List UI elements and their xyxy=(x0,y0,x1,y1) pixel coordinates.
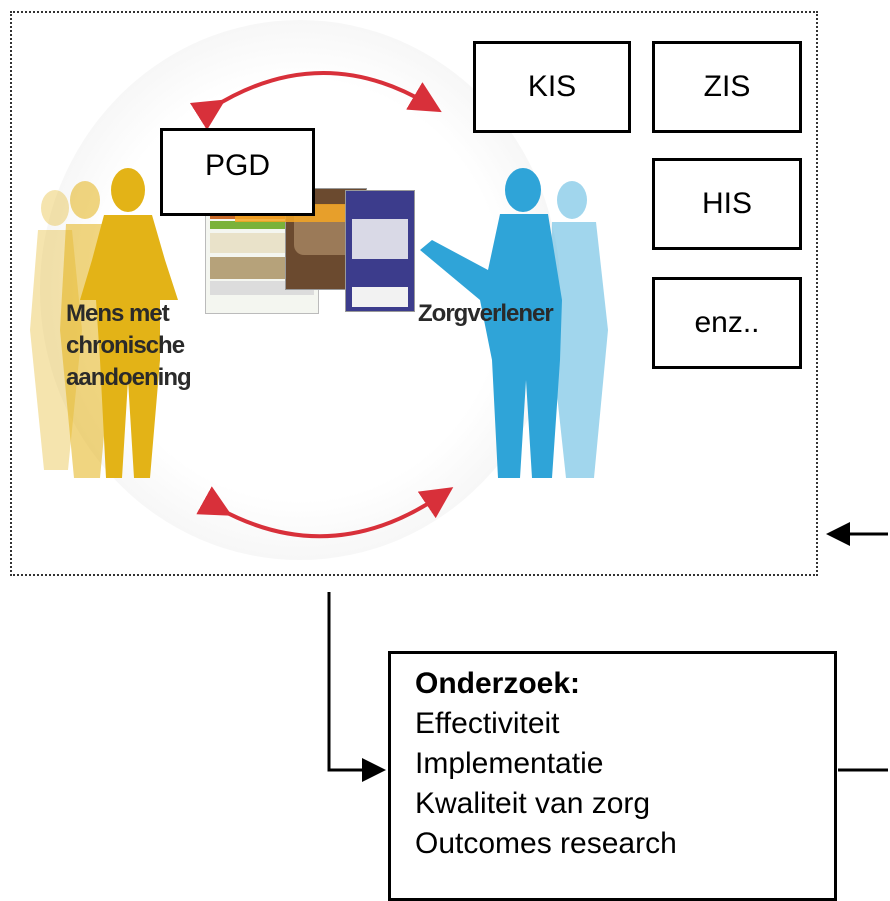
pgd-box: PGD xyxy=(160,128,315,216)
patient-figure xyxy=(30,168,178,478)
patient-label-line1: Mens met xyxy=(66,300,170,327)
research-item: Outcomes research xyxy=(415,827,677,860)
research-item: Kwaliteit van zorg xyxy=(415,787,651,820)
kis-box: KIS xyxy=(473,41,631,133)
patient-label-line3: aandoening xyxy=(66,364,192,391)
care-context-frame xyxy=(10,11,818,576)
zis-box: ZIS xyxy=(652,41,802,133)
research-box: Onderzoek: Effectiviteit Implementatie K… xyxy=(388,651,837,901)
bottom-exchange-arrow xyxy=(196,486,454,539)
research-item: Effectiviteit xyxy=(415,707,560,740)
provider-label: Zorgverlener xyxy=(418,300,554,327)
patient-label: Mens met chronische aandoening xyxy=(66,298,192,394)
top-exchange-arrow xyxy=(189,71,442,131)
research-item: Implementatie xyxy=(415,747,604,780)
research-title: Onderzoek: xyxy=(415,667,581,700)
enz-box: enz.. xyxy=(652,277,802,369)
his-box: HIS xyxy=(652,158,802,250)
patient-label-line2: chronische xyxy=(66,332,185,359)
provider-figure xyxy=(420,168,608,478)
